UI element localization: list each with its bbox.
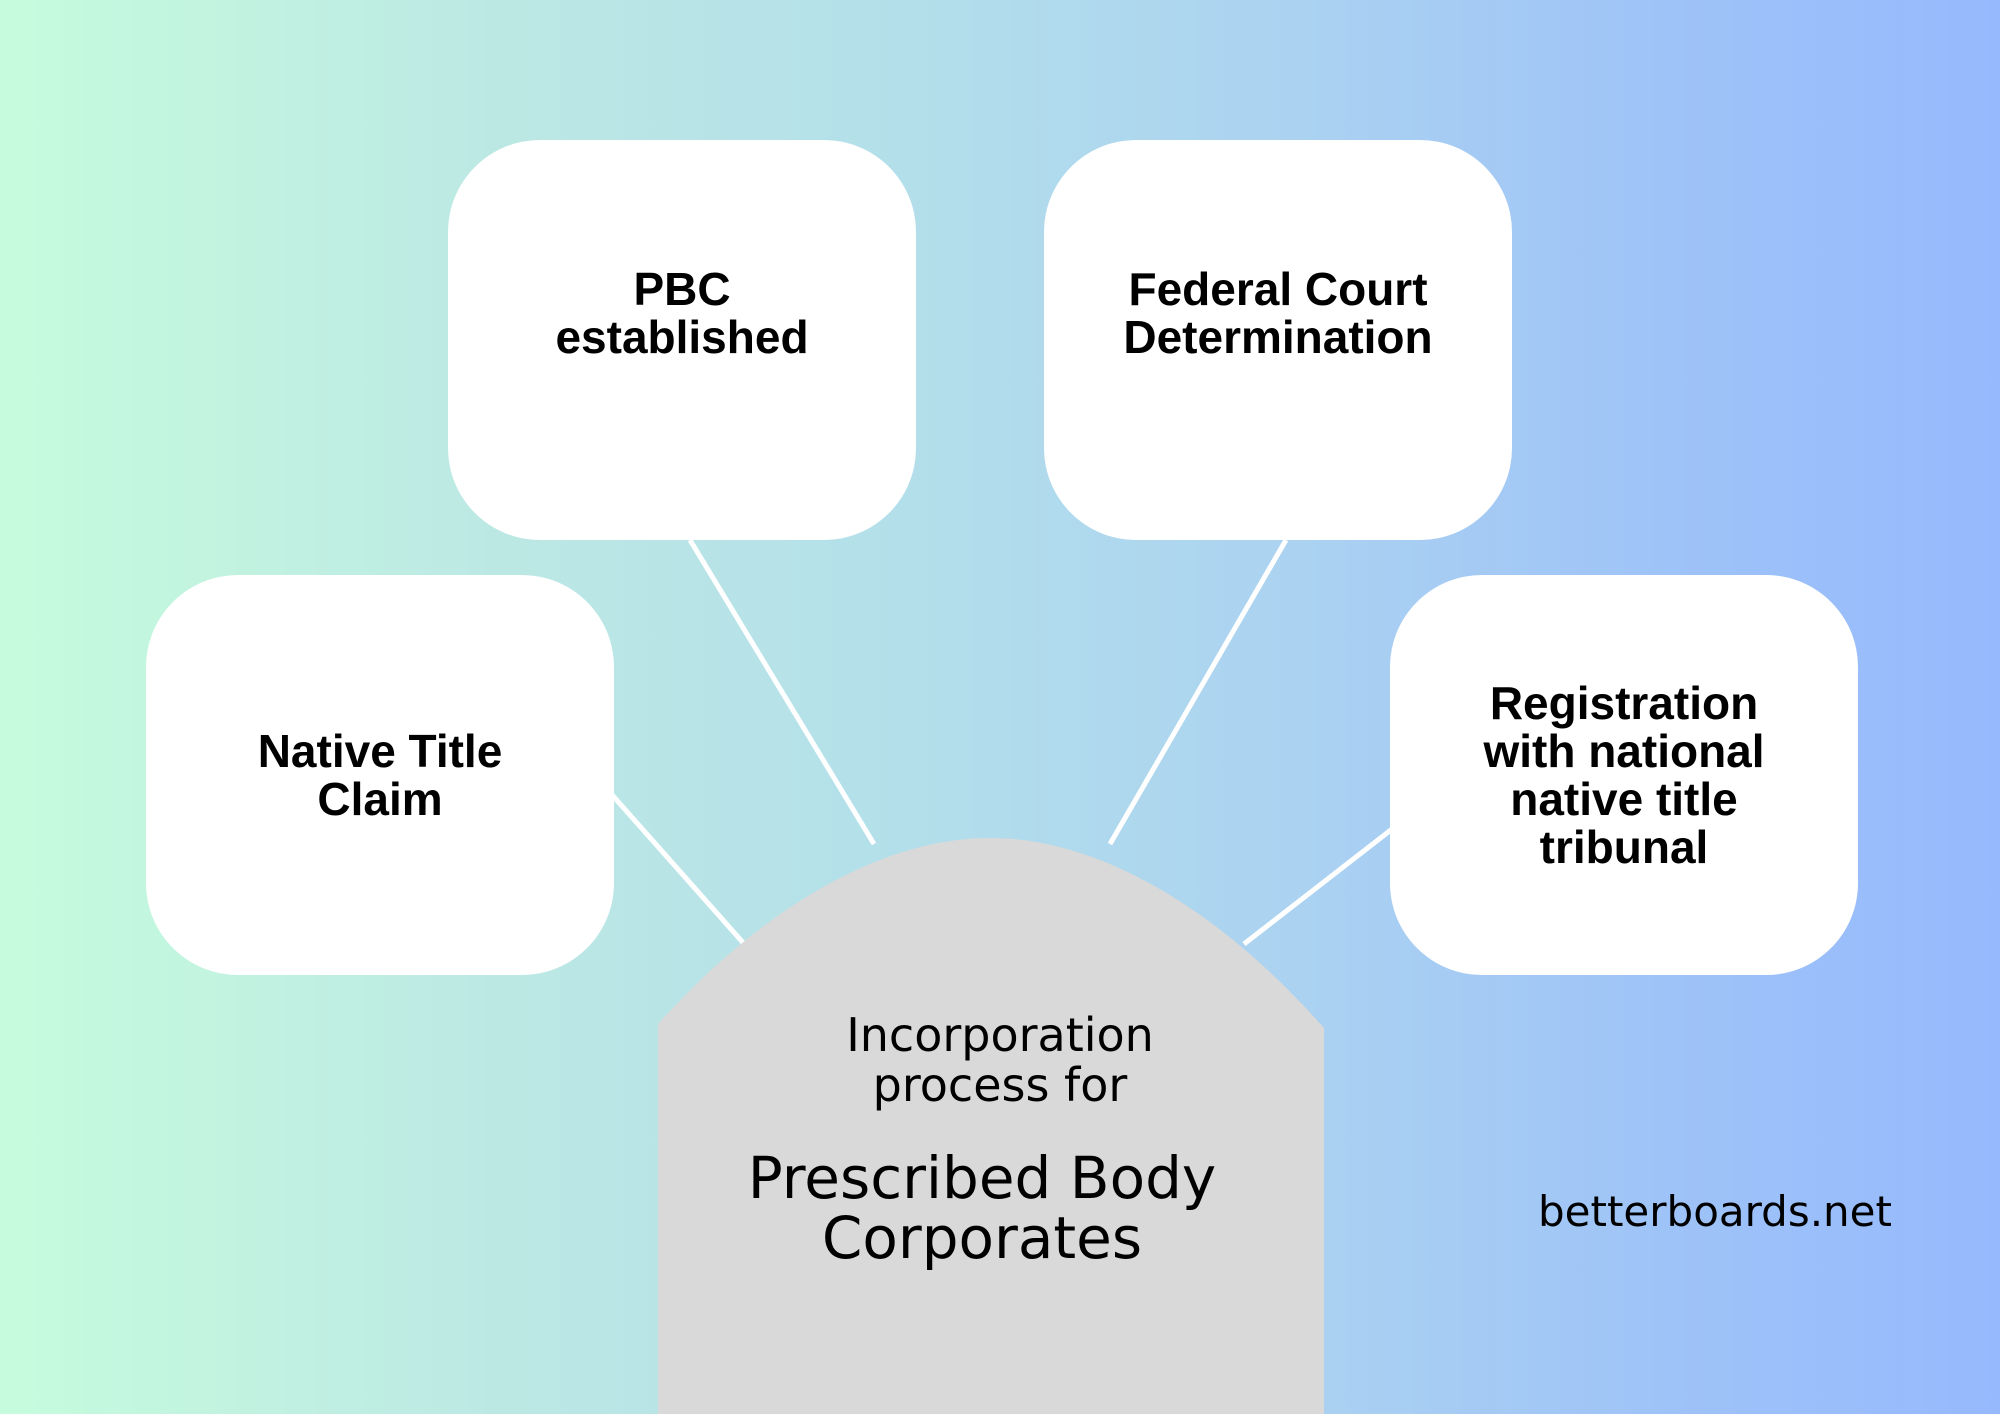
step-card-native-title-claim: Native Title Claim — [146, 575, 614, 975]
website-credit: betterboards.net — [1538, 1187, 1892, 1236]
step-card-registration: Registration with national native title … — [1390, 575, 1858, 975]
step-label: PBC established — [555, 263, 809, 363]
step-card-pbc-established: PBC established — [448, 140, 916, 540]
center-subtitle: Incorporation process for — [846, 1008, 1154, 1112]
connector-registration — [1242, 824, 1398, 946]
step-label: Registration with national native title … — [1483, 677, 1765, 873]
step-label: Federal Court Determination — [1123, 263, 1433, 363]
connector-pbc-established — [687, 538, 877, 846]
connector-federal-court — [1107, 538, 1289, 846]
step-label: Native Title Claim — [257, 725, 503, 825]
step-card-federal-court-determination: Federal Court Determination — [1044, 140, 1512, 540]
center-title: Prescribed Body Corporates — [747, 1144, 1217, 1272]
connector-native-title-claim — [604, 786, 748, 948]
